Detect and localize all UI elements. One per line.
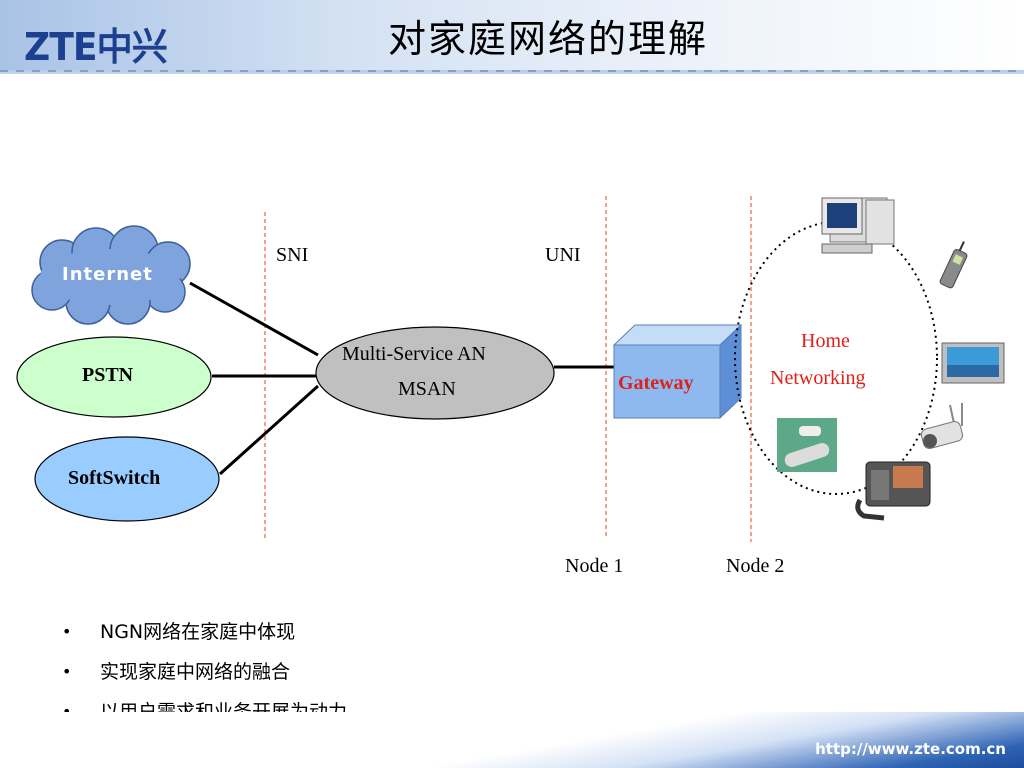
bullet-marker: •	[62, 662, 72, 681]
msan-node	[315, 326, 555, 420]
footer-url: http://www.zte.com.cn	[815, 740, 1006, 758]
footer-bar: http://www.zte.com.cn	[0, 712, 1024, 768]
pstn-node	[16, 336, 212, 418]
bullet-text: 实现家庭中网络的融合	[100, 661, 291, 683]
softswitch-node	[34, 436, 220, 522]
usb-stick-icon	[777, 418, 837, 472]
bullet-text: NGN网络在家庭中体现	[100, 621, 296, 643]
slide-title: 对家庭网络的理解	[388, 17, 709, 61]
video-phone-icon	[855, 461, 931, 521]
bullet-item: • NGN网络在家庭中体现	[62, 612, 347, 652]
desktop-computer-icon	[821, 197, 895, 254]
uni-label: UNI	[545, 244, 581, 266]
node2-label: Node 2	[726, 555, 785, 577]
home-networking-label-line2: Networking	[770, 367, 866, 389]
bullet-item: • 实现家庭中网络的融合	[62, 652, 347, 692]
internet-cloud	[31, 225, 191, 325]
softswitch-label: SoftSwitch	[68, 467, 161, 489]
bullet-marker: •	[62, 622, 72, 641]
pstn-label: PSTN	[82, 364, 134, 386]
television-icon	[941, 342, 1005, 384]
softswitch-link	[218, 384, 320, 476]
internet-link	[189, 281, 319, 357]
gateway-label: Gateway	[618, 372, 694, 394]
cordless-phone-icon	[939, 241, 968, 289]
gateway-cube	[612, 323, 743, 420]
msan-label-line1: Multi-Service AN	[342, 343, 486, 365]
home-network-boundary	[734, 221, 938, 495]
security-camera-icon	[920, 403, 964, 449]
sni-label: SNI	[276, 244, 309, 266]
home-networking-label-line1: Home	[801, 330, 850, 352]
bullet-marker: •	[62, 696, 100, 728]
msan-label-line2: MSAN	[398, 378, 456, 400]
zte-logo: ZTE中兴	[24, 25, 168, 69]
header-bar: ZTE中兴 对家庭网络的理解	[0, 0, 1024, 74]
node1-label: Node 1	[565, 555, 624, 577]
internet-label: Internet	[62, 264, 153, 285]
